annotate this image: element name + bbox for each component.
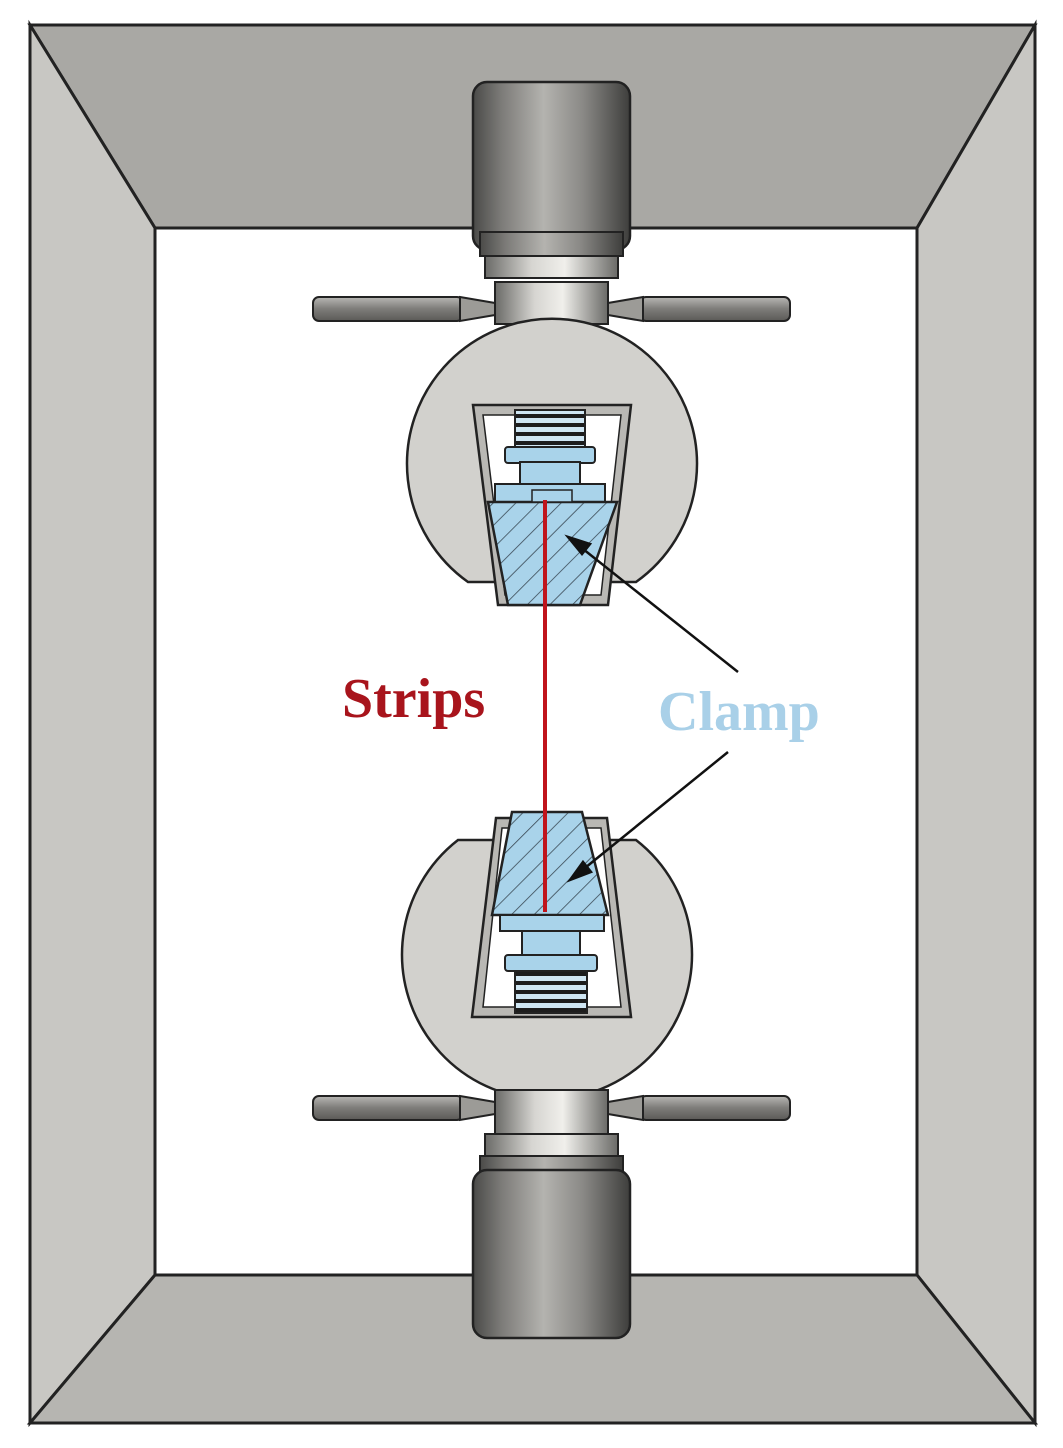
test-frame bbox=[26, 19, 1039, 1428]
clamp-leader-lines bbox=[564, 534, 739, 883]
clamp-label: Clamp bbox=[658, 681, 820, 743]
upper-load-cell bbox=[471, 80, 632, 252]
clamp-leader-upper bbox=[577, 544, 739, 673]
frame-left-panel bbox=[28, 19, 157, 1428]
lower-grip-assembly bbox=[312, 810, 791, 1340]
clamp-leader-lower bbox=[579, 751, 729, 873]
lower-right-handle bbox=[639, 1095, 791, 1121]
lower-threaded-stud bbox=[514, 970, 588, 1014]
frame-right-panel bbox=[915, 19, 1037, 1428]
lower-load-cell bbox=[471, 1168, 632, 1340]
upper-left-handle bbox=[312, 296, 464, 322]
upper-right-handle bbox=[639, 296, 791, 322]
lower-left-handle bbox=[312, 1095, 464, 1121]
strips-label: Strips bbox=[342, 668, 485, 730]
upper-threaded-stud bbox=[514, 409, 586, 451]
lower-wedge-clamp bbox=[490, 810, 610, 917]
upper-wedge-clamp bbox=[486, 500, 619, 607]
